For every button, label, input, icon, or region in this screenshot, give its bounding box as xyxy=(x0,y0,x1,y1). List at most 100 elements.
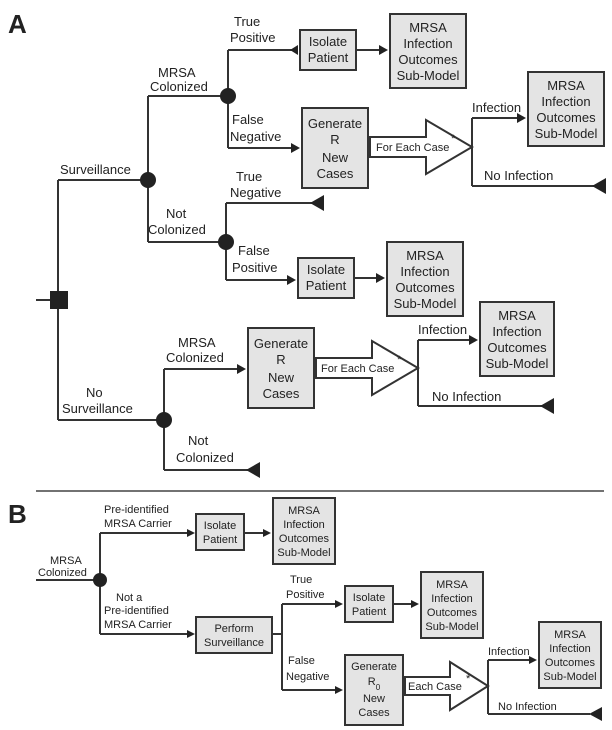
b-outcomes2-l4: Sub-Model xyxy=(425,621,478,633)
false-negative-label-1: False xyxy=(232,112,264,127)
panel-a-letter: A xyxy=(8,9,27,39)
true-negative-label-2: Negative xyxy=(230,185,281,200)
b-isolate-box-2 xyxy=(344,585,394,623)
b-isolate1-l2: Patient xyxy=(203,534,237,546)
b-no-infection-label: No Infection xyxy=(498,701,557,713)
b-false-negative-label-2: Negative xyxy=(286,671,329,683)
for-each-case-label-2: For Each Case xyxy=(321,363,394,375)
b-isolate2-l1: Isolate xyxy=(353,592,385,604)
b-pre-identified-label-1: Pre-identified xyxy=(104,504,169,516)
colonized-label-2: Colonized xyxy=(150,79,208,94)
true-positive-label-2: Positive xyxy=(230,30,276,45)
b-outcomes-box-3 xyxy=(538,621,602,689)
outcomes4-l4: Sub-Model xyxy=(486,356,549,371)
b-not-pre-identified-arrowhead xyxy=(187,630,195,638)
b-isolate1-arrowhead xyxy=(263,529,271,537)
terminal-node-3 xyxy=(246,462,260,478)
outcomes3-l1: MRSA xyxy=(406,248,444,263)
no-infection-label-1: No Infection xyxy=(484,168,553,183)
b-isolate2-arrowhead xyxy=(411,600,419,608)
b-asterisk: * xyxy=(466,673,471,685)
outcomes4-l3: Outcomes xyxy=(487,340,547,355)
b-false-negative-arrowhead xyxy=(335,686,343,694)
b-colonized-label-2: Colonized xyxy=(38,567,87,579)
isolate-patient-box xyxy=(299,29,357,71)
b-generate-r: R xyxy=(368,676,376,688)
b-each-case-arrow xyxy=(404,660,490,712)
b-outcomes-box-1 xyxy=(272,497,336,565)
infection-arrowhead-2 xyxy=(469,335,478,345)
b-outcomes3-l4: Sub-Model xyxy=(543,671,596,683)
b-pre-identified-arrowhead xyxy=(187,529,195,537)
no-infection-label-2: No Infection xyxy=(432,389,501,404)
b-pre-identified-label-2: MRSA Carrier xyxy=(104,518,172,530)
b-generate-l2: R0 xyxy=(368,676,381,692)
outcomes2-l2: Infection xyxy=(541,94,590,109)
not-colonized-b-label-2: Colonized xyxy=(176,450,234,465)
outcomes2-l3: Outcomes xyxy=(536,110,596,125)
no-surveillance-label-2: Surveillance xyxy=(62,401,133,416)
colonized-chance-node xyxy=(220,88,236,104)
terminal-node-1 xyxy=(592,178,606,194)
true-negative-label-1: True xyxy=(236,169,262,184)
false-negative-arrowhead xyxy=(291,143,300,153)
isolate-label-1: Isolate xyxy=(309,34,347,49)
b-false-negative-label-1: False xyxy=(288,655,315,667)
asterisk-1: * xyxy=(451,133,456,145)
b-not-pre-label-3: MRSA Carrier xyxy=(104,619,172,631)
generate2-l2: R xyxy=(276,352,285,367)
outcomes2-l4: Sub-Model xyxy=(535,126,598,141)
isolate2-l2: Patient xyxy=(306,278,347,293)
not-colonized-label-1: Not xyxy=(166,206,187,221)
outcomes4-l1: MRSA xyxy=(498,308,536,323)
b-outcomes3-l3: Outcomes xyxy=(545,657,596,669)
b-perform-l1: Perform xyxy=(214,623,253,635)
b-infection-label: Infection xyxy=(488,646,530,658)
b-true-positive-label-2: Positive xyxy=(286,589,325,601)
b-outcomes2-l2: Infection xyxy=(431,593,473,605)
outcomes-submodel-box-3 xyxy=(386,241,464,317)
false-positive-label-2: Positive xyxy=(232,260,278,275)
b-terminal-node xyxy=(589,707,602,721)
outcomes1-l4: Sub-Model xyxy=(397,68,460,83)
asterisk-2: * xyxy=(397,354,402,366)
generate1-l2: R xyxy=(330,132,339,147)
b-generate-box xyxy=(344,654,404,726)
b-generate-r-subscript: 0 xyxy=(376,683,381,692)
terminal-node-true-negative xyxy=(310,195,324,211)
b-outcomes3-l2: Infection xyxy=(549,643,591,655)
b-true-positive-label-1: True xyxy=(290,574,312,586)
outcomes-submodel-box-4 xyxy=(479,301,555,377)
panel-b-letter: B xyxy=(8,499,27,529)
outcomes1-l3: Outcomes xyxy=(398,52,458,67)
no-surveillance-chance-node xyxy=(156,412,172,428)
root-decision-node xyxy=(50,291,68,309)
outcomes4-l2: Infection xyxy=(492,324,541,339)
infection-label-2: Infection xyxy=(418,322,467,337)
generate1-l4: Cases xyxy=(317,166,354,181)
not-colonized-chance-node xyxy=(218,234,234,250)
isolate-patient-box-2 xyxy=(297,257,355,299)
b-generate-l1: Generate xyxy=(351,661,397,673)
isolate2-l1: Isolate xyxy=(307,262,345,277)
for-each-case-arrow-1 xyxy=(369,118,474,176)
b-colonized-label-1: MRSA xyxy=(50,555,82,567)
true-positive-label-1: True xyxy=(234,14,260,29)
surveillance-label: Surveillance xyxy=(60,162,131,177)
b-isolate1-l1: Isolate xyxy=(204,520,236,532)
outcomes1-l2: Infection xyxy=(403,36,452,51)
isolate-label-2: Patient xyxy=(308,50,349,65)
outcomes3-l4: Sub-Model xyxy=(394,296,457,311)
b-outcomes1-l1: MRSA xyxy=(288,505,320,517)
infection-label-1: Infection xyxy=(472,100,521,115)
b-isolate2-l2: Patient xyxy=(352,606,386,618)
generate2-l3: New xyxy=(268,370,295,385)
b-outcomes2-l3: Outcomes xyxy=(427,607,478,619)
generate2-l1: Generate xyxy=(254,336,308,351)
isolate-arrowhead xyxy=(379,45,388,55)
generate-cases-box-2 xyxy=(247,327,315,409)
b-outcomes3-l1: MRSA xyxy=(554,629,586,641)
b-true-positive-arrowhead xyxy=(335,600,343,608)
